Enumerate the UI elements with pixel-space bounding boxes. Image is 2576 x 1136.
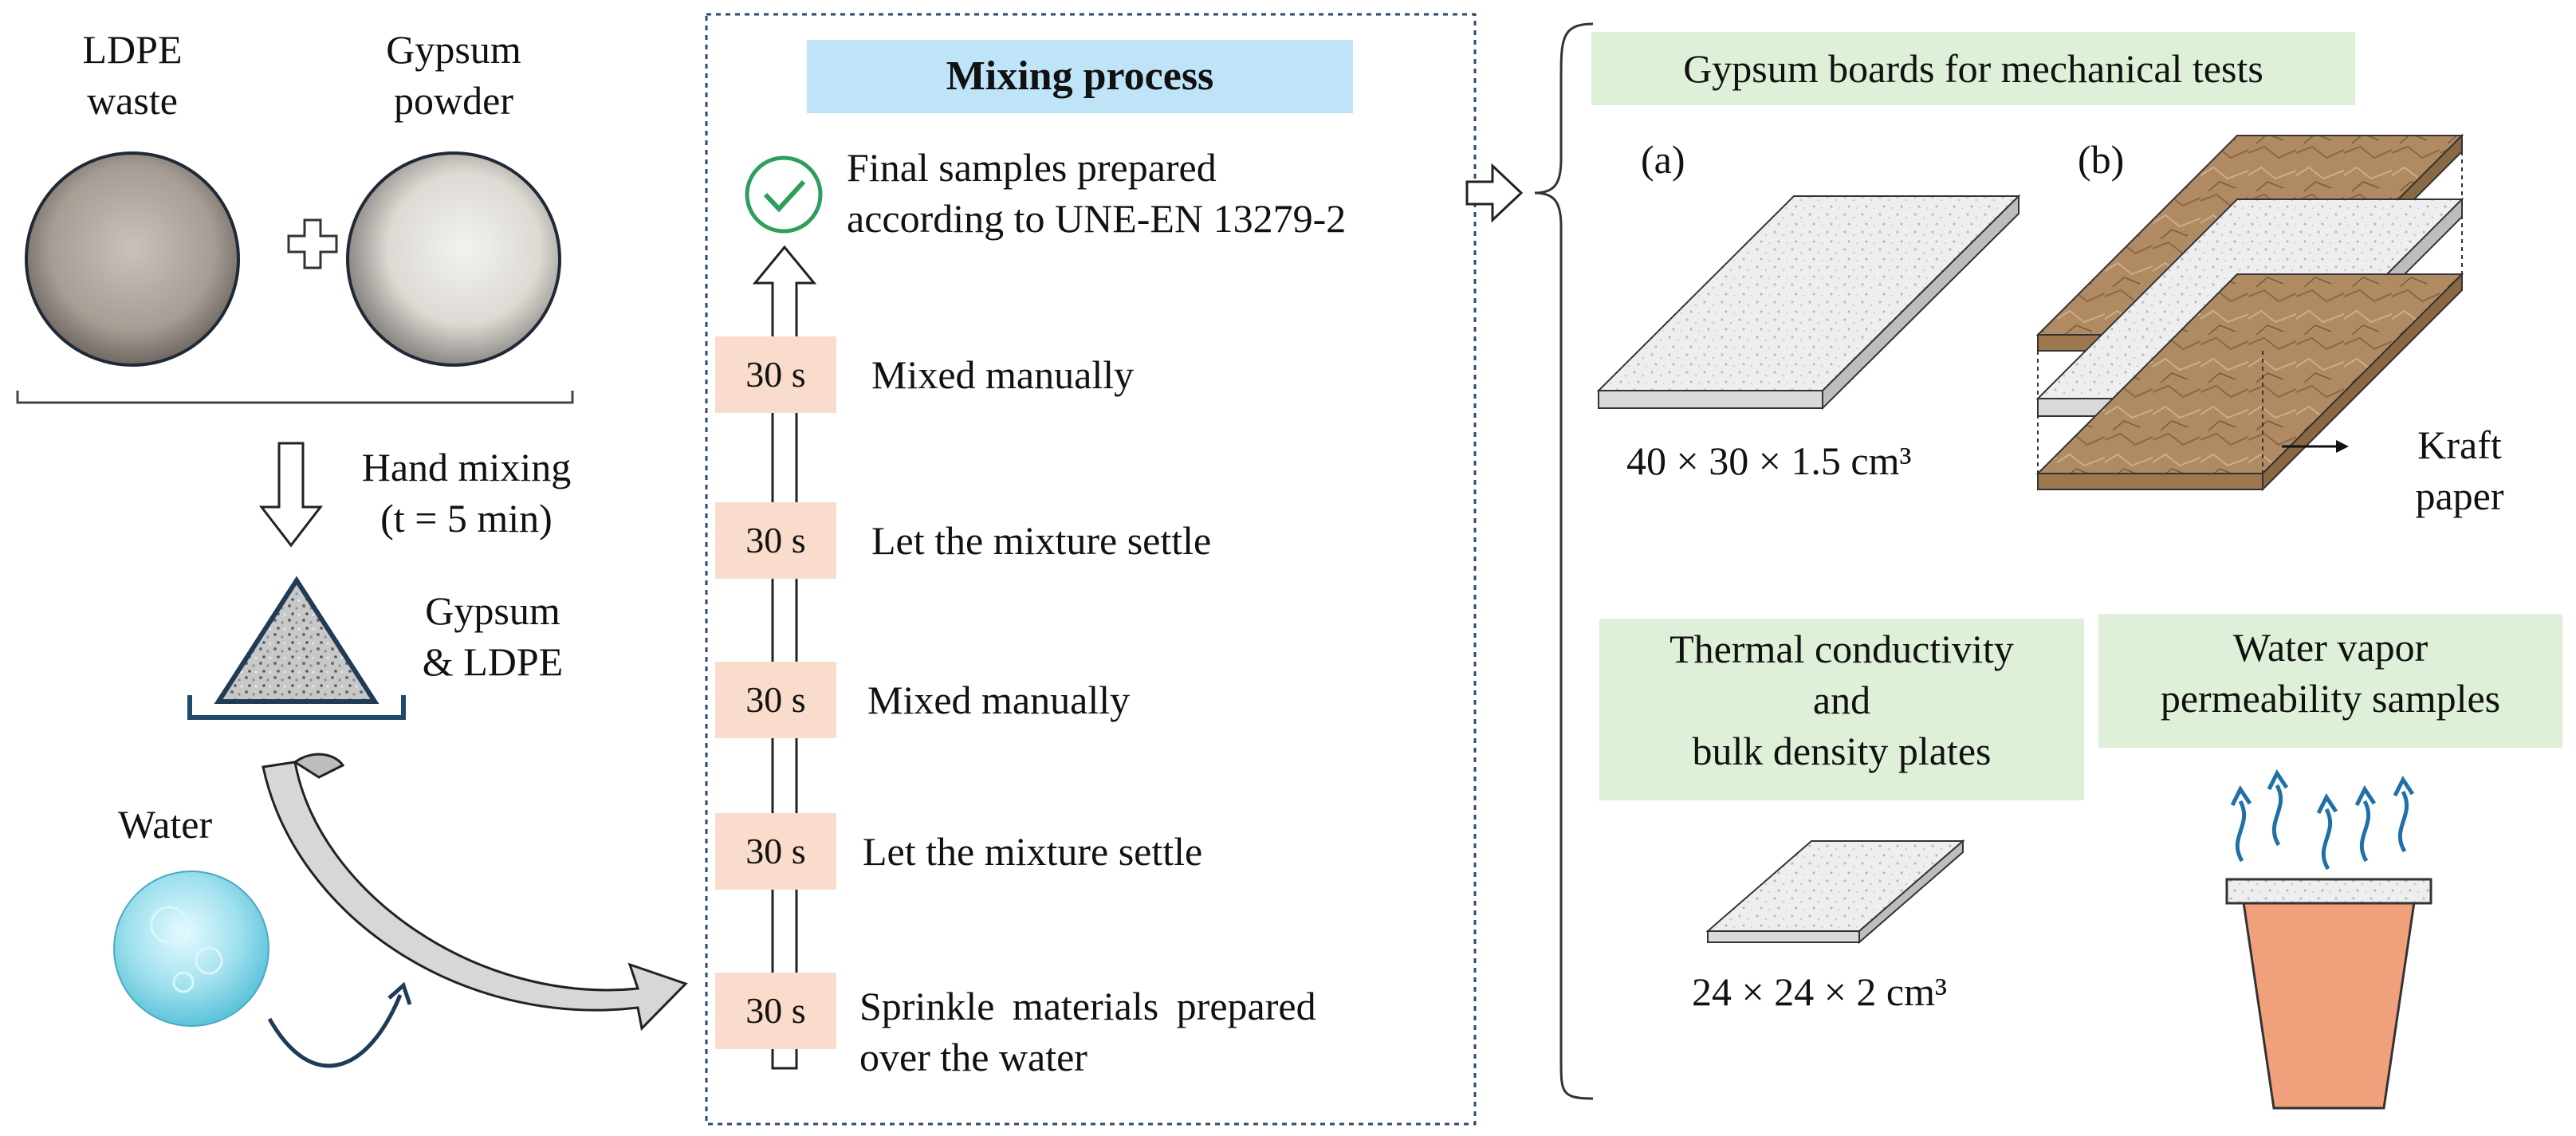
mix-triangle (187, 576, 406, 720)
curved-arrow-icon (262, 753, 688, 1032)
plus-icon (287, 218, 338, 269)
water-curved-arrow-icon (267, 981, 412, 1068)
board-a-dimensions: 40 × 30 × 1.5 cm³ (1626, 438, 1912, 483)
label-a: (a) (1641, 137, 1685, 182)
ldpe-waste-label: LDPE waste (82, 27, 183, 123)
mixing-process-panel (705, 13, 1477, 1126)
down-arrow-icon (258, 442, 324, 548)
step-2-text: Let the mixture settle (871, 518, 1212, 563)
vapor-arrows-icon (2230, 769, 2415, 871)
step-3-text: Mixed manually (867, 678, 1131, 722)
vapor-title: Water vapor permeability samples (2098, 614, 2562, 748)
thermal-plate-illustration (1705, 839, 1965, 945)
water-label: Water (118, 802, 213, 847)
kraft-paper-label: Kraft paper (2415, 423, 2504, 518)
board-b-illustration (2035, 133, 2464, 492)
step-4-time: 30 s (715, 813, 836, 890)
right-bracket (1534, 22, 1594, 1100)
final-samples-text: Final samples prepared according to UNE-… (847, 145, 1347, 241)
mixing-process-title: Mixing process (946, 53, 1214, 99)
step-1-text: Mixed manually (871, 352, 1135, 397)
label-b: (b) (2078, 137, 2125, 182)
check-circle-icon (745, 155, 823, 234)
step-1-time: 30 s (715, 336, 836, 413)
right-arrow-icon (1465, 163, 1524, 223)
step-3-time: 30 s (715, 662, 836, 738)
water-image (113, 871, 269, 1027)
gypsum-ldpe-label: Gypsum & LDPE (422, 588, 564, 684)
thermal-title: Thermal conductivity and bulk density pl… (1599, 619, 2084, 800)
board-a-illustration (1596, 194, 2021, 411)
step-5-text: Sprinkle materials prepared over the wat… (859, 984, 1316, 1079)
hand-mixing-label: Hand mixing (t = 5 min) (361, 445, 572, 540)
ldpe-waste-image (25, 151, 240, 367)
up-arrow-icon (752, 245, 817, 1070)
gypsum-powder-label: Gypsum powder (386, 27, 521, 123)
step-2-time: 30 s (715, 502, 836, 579)
vapor-pot-illustration (2225, 878, 2432, 1110)
group-bracket (16, 391, 574, 404)
gypsum-powder-image (346, 151, 561, 367)
step-4-text: Let the mixture settle (863, 829, 1203, 874)
boards-title: Gypsum boards for mechanical tests (1591, 32, 2355, 105)
step-5-time: 30 s (715, 973, 836, 1049)
thermal-dimensions: 24 × 24 × 2 cm³ (1692, 969, 1947, 1014)
